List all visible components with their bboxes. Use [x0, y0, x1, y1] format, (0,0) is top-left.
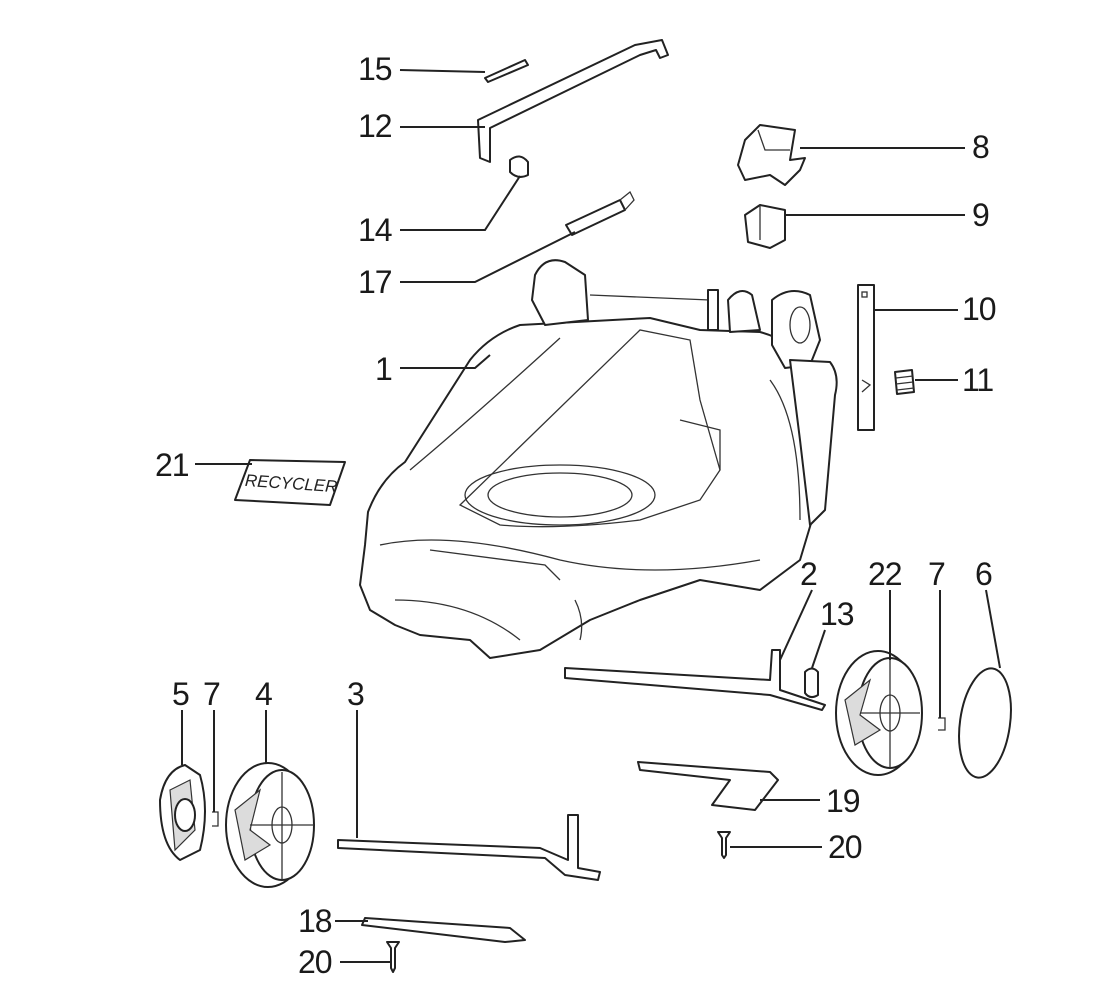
clip-part-right	[938, 717, 946, 731]
screw-part-2	[386, 941, 400, 973]
cap-part	[737, 124, 806, 186]
callout-10: 10	[962, 291, 996, 327]
rear-axle-part	[337, 814, 601, 881]
callout-13: 13	[820, 596, 854, 632]
callout-17: 17	[358, 264, 392, 300]
callout-9: 9	[972, 197, 989, 233]
recycler-decal: RECYCLER	[234, 459, 346, 506]
leader-lines	[181, 69, 1001, 963]
front-axle-part	[564, 649, 826, 711]
callout-19: 19	[826, 783, 860, 819]
handle-rod-part	[477, 39, 669, 163]
block-part	[744, 204, 786, 249]
callout-5: 5	[172, 676, 189, 712]
callout-7-right: 7	[928, 556, 945, 592]
callout-12: 12	[358, 108, 392, 144]
callout-6: 6	[975, 556, 992, 592]
height-lever-part	[857, 284, 875, 431]
callout-20-left: 20	[298, 944, 332, 980]
callout-22: 22	[868, 556, 902, 592]
clip-part-left	[212, 811, 219, 827]
mower-deck-housing	[359, 259, 838, 659]
callout-8: 8	[972, 129, 989, 165]
callout-20-right: 20	[828, 829, 862, 865]
screw-part-1	[717, 831, 731, 859]
wheel-cover-part	[159, 764, 206, 861]
callout-3: 3	[347, 676, 364, 712]
spring-part	[565, 190, 635, 236]
rear-wheel-part	[835, 650, 923, 776]
callout-15: 15	[358, 51, 392, 87]
callout-1: 1	[375, 351, 392, 387]
callout-11: 11	[962, 362, 993, 398]
bushing-part	[509, 155, 529, 178]
front-wheel-part	[225, 762, 315, 888]
bracket-part	[637, 761, 779, 811]
pin-part	[484, 59, 529, 83]
callout-2: 2	[800, 556, 817, 592]
hub-cap-part	[958, 667, 1012, 779]
callout-18: 18	[298, 903, 332, 939]
callout-4: 4	[255, 676, 272, 712]
strip-part	[361, 917, 526, 943]
spacer-part	[804, 667, 819, 699]
callout-21: 21	[155, 447, 189, 483]
callout-14: 14	[358, 212, 392, 248]
callout-7-left: 7	[203, 676, 220, 712]
small-spring-part	[894, 369, 915, 395]
